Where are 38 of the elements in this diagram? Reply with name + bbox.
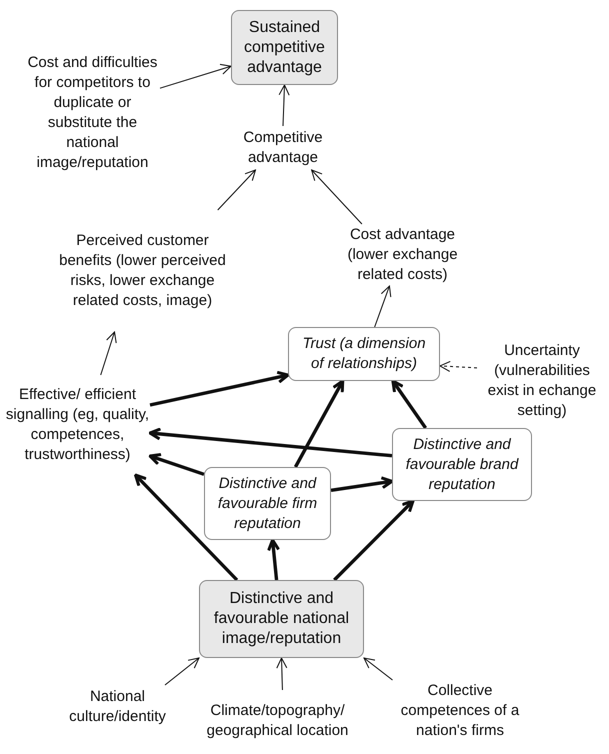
box-text: Distinctive and favourable brand reputation	[404, 434, 520, 494]
concept-text: Cost advantage (lower exchange related costs)	[346, 225, 459, 285]
concept-text: Climate/topography/ geographical location	[206, 701, 350, 741]
arrow	[100, 332, 117, 376]
rounded-box	[288, 327, 440, 381]
box-text: Trust (a dimension of relationships)	[301, 334, 427, 374]
arrow	[391, 380, 427, 429]
concept-text: Cost and difficulties for competitors to duplicate or substitute the national image/reputation	[26, 53, 158, 173]
arrow	[440, 360, 478, 372]
arrow	[217, 170, 256, 210]
concept-text: Uncertainty (vulnerabilities exist in echange setting)	[486, 341, 598, 421]
concept-text: National culture/identity	[68, 687, 167, 727]
rounded-box	[199, 580, 364, 658]
box-text: Sustained competitive advantage	[243, 18, 326, 78]
concept-text: Competitive advantage	[242, 128, 324, 168]
arrow	[148, 452, 205, 476]
arrow	[333, 500, 414, 582]
arrow	[164, 658, 200, 686]
box-text: Distinctive and favourable firm reputation	[216, 474, 318, 534]
concept-text: Perceived customer benefits (lower perceived risks, lower exchange related costs, image)	[58, 231, 227, 311]
box-text: Distinctive and favourable national image/reputation	[212, 589, 350, 649]
arrow	[374, 286, 392, 328]
arrow	[134, 474, 238, 582]
concept-text: Effective/ efficient signalling (eg, quality, competences, trustworthiness)	[5, 385, 150, 465]
rounded-box	[204, 467, 331, 540]
arrow	[278, 84, 290, 126]
arrow	[294, 380, 344, 468]
arrow	[267, 538, 280, 580]
arrow	[160, 64, 232, 89]
arrow	[276, 658, 288, 690]
arrow	[148, 427, 392, 458]
concept-text: Collective competences of a nation's firms	[400, 681, 520, 741]
arrow	[330, 476, 394, 492]
rounded-box	[231, 10, 338, 85]
rounded-box	[392, 428, 532, 501]
arrow	[311, 170, 362, 224]
arrow	[150, 370, 290, 407]
arrow	[364, 658, 393, 680]
